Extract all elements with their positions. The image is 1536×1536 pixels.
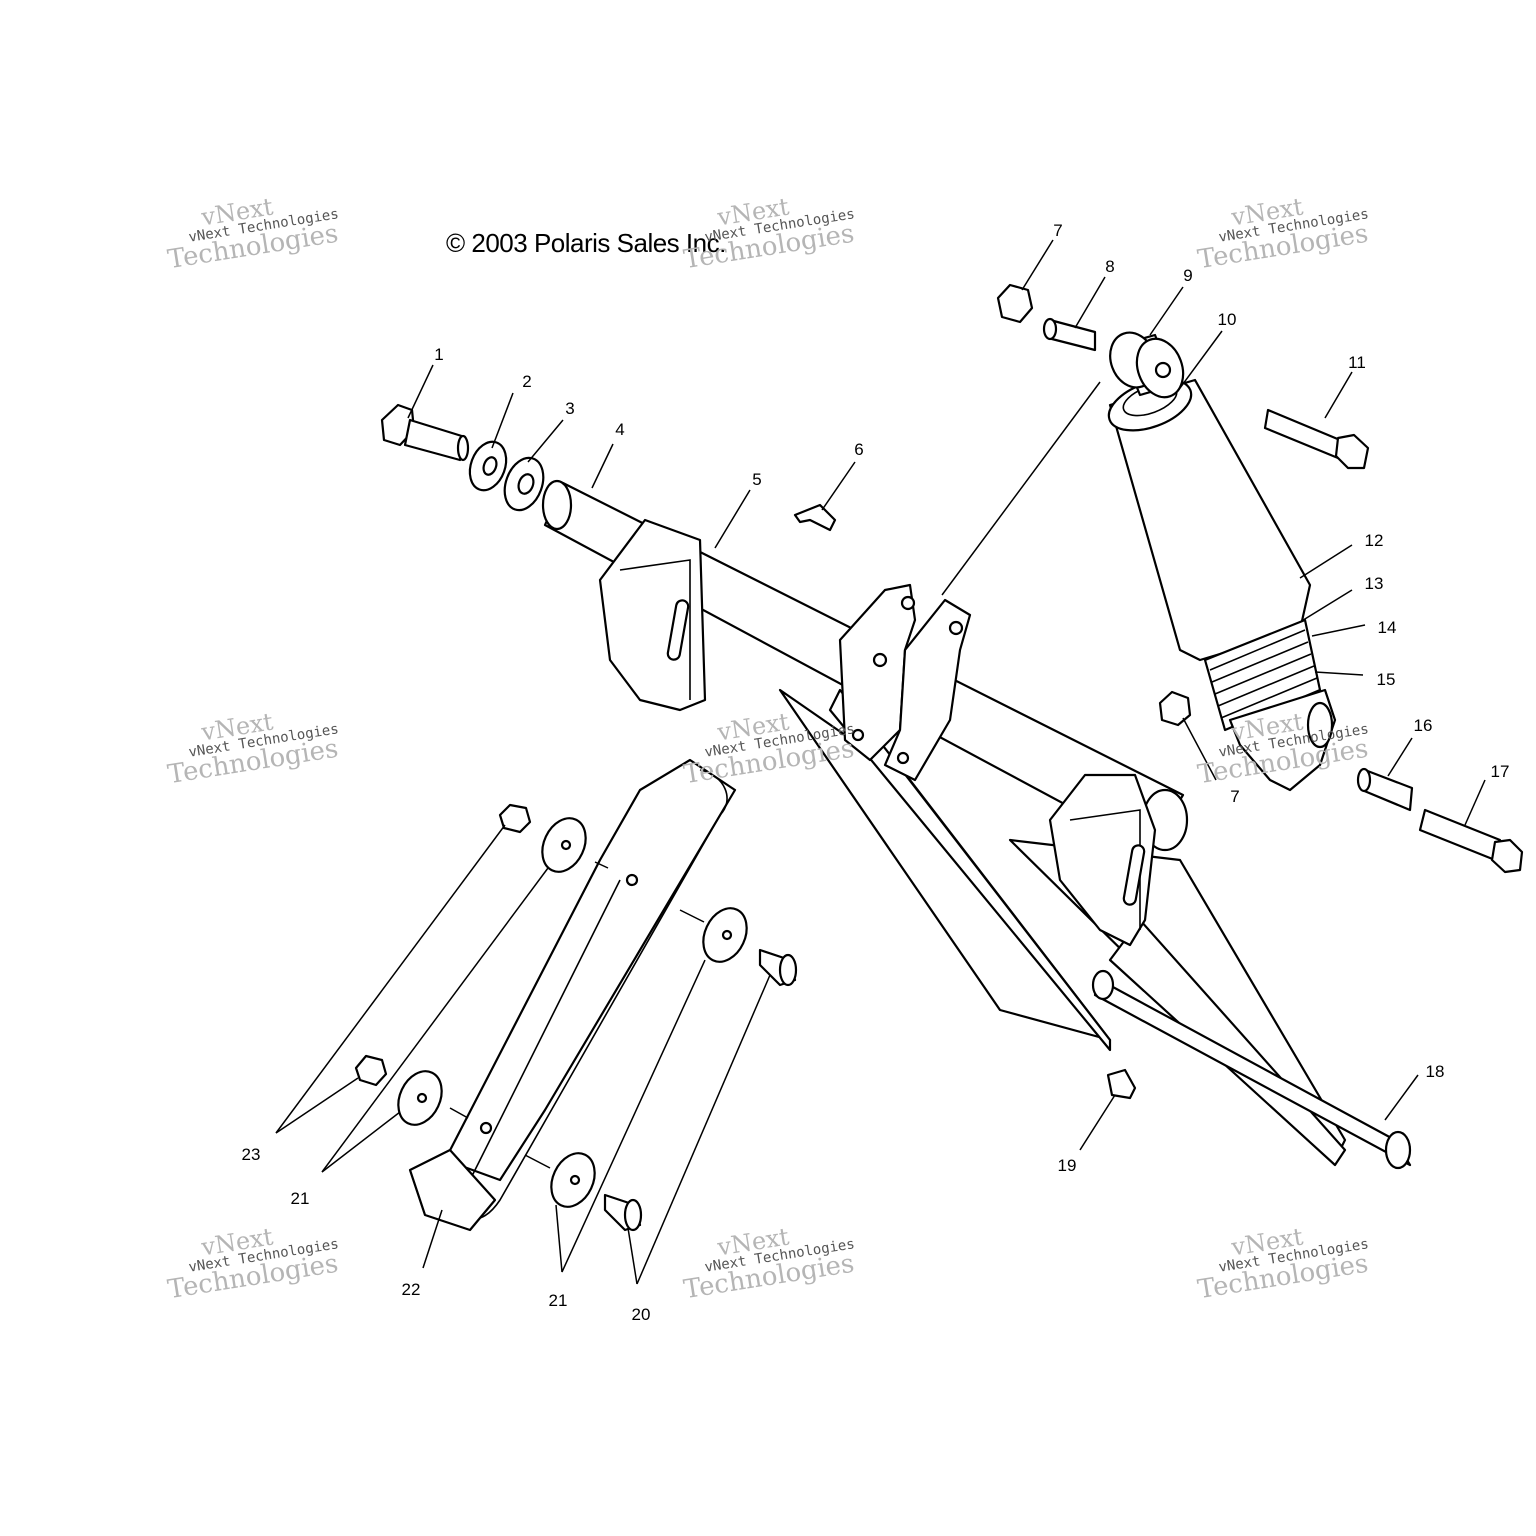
washer-21-d xyxy=(550,1152,596,1208)
spacer-8 xyxy=(1042,317,1097,352)
clip-6 xyxy=(793,503,837,532)
nut-7-top xyxy=(996,283,1034,324)
callout-7-lower: 7 xyxy=(1230,787,1240,806)
callout-4: 4 xyxy=(615,420,625,439)
callout-3: 3 xyxy=(565,399,575,418)
callout-7-top: 7 xyxy=(1053,221,1063,240)
cross-shaft xyxy=(1091,969,1412,1170)
washer-21-c xyxy=(702,907,748,963)
callout-11: 11 xyxy=(1348,353,1366,372)
nut-7-lower xyxy=(1158,690,1192,727)
washer-3 xyxy=(503,456,545,512)
shock-absorber xyxy=(1107,331,1337,792)
callout-9: 9 xyxy=(1183,266,1193,285)
nut-23-lower xyxy=(354,1054,388,1087)
bolt-1 xyxy=(380,403,470,462)
callout-1: 1 xyxy=(434,345,444,364)
callout-13: 13 xyxy=(1364,574,1384,593)
callout-22: 22 xyxy=(401,1280,421,1299)
pin-20-upper xyxy=(758,948,798,987)
washer-21-b xyxy=(397,1070,443,1126)
bracket-center xyxy=(838,583,972,782)
callout-21-bottom: 21 xyxy=(548,1291,568,1310)
washer-2 xyxy=(468,440,508,492)
copyright-text: © 2003 Polaris Sales Inc. xyxy=(446,228,726,258)
bracket-left xyxy=(598,518,707,712)
callout-8: 8 xyxy=(1105,257,1115,276)
callout-10: 10 xyxy=(1217,310,1237,329)
washer-21-a xyxy=(541,817,587,873)
callout-21-left: 21 xyxy=(290,1189,310,1208)
callout-20: 20 xyxy=(631,1305,651,1324)
callout-14: 14 xyxy=(1377,618,1397,637)
spacer-16 xyxy=(1356,767,1414,812)
leader-lines xyxy=(275,239,1486,1285)
callout-17: 17 xyxy=(1490,762,1510,781)
nut-19 xyxy=(1106,1068,1137,1100)
link-arm xyxy=(408,758,737,1232)
callout-5: 5 xyxy=(752,470,762,489)
callout-6: 6 xyxy=(854,440,864,459)
callout-23: 23 xyxy=(241,1145,261,1164)
nut-23-upper xyxy=(498,803,532,834)
bracket-right xyxy=(1048,773,1157,947)
callout-12: 12 xyxy=(1364,531,1384,550)
pin-20-lower xyxy=(603,1193,643,1232)
callout-15: 15 xyxy=(1376,670,1396,689)
callout-16: 16 xyxy=(1413,716,1433,735)
callout-19: 19 xyxy=(1057,1156,1077,1175)
bolt-17 xyxy=(1418,808,1524,874)
callout-18: 18 xyxy=(1425,1062,1445,1081)
callout-2: 2 xyxy=(522,372,532,391)
bolt-11 xyxy=(1263,408,1370,470)
